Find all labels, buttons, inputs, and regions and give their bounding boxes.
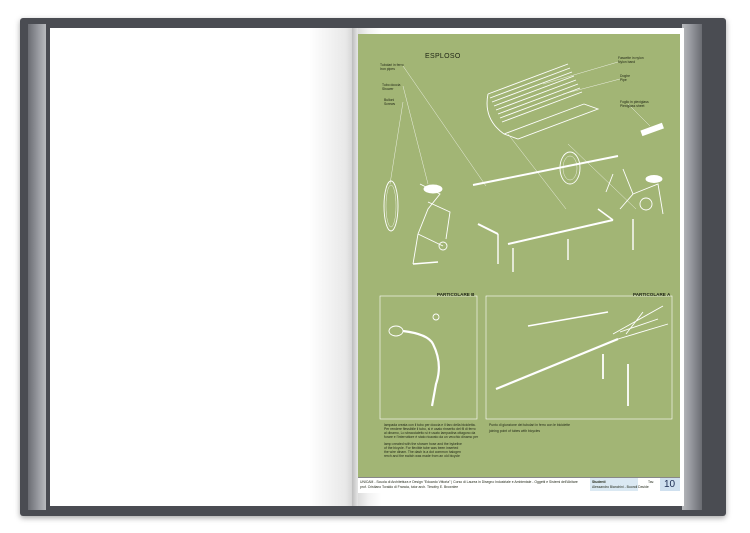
detail-b-frame [379, 295, 478, 420]
detail-a-text-it: Punto di giunzione dei tubolari in ferro… [489, 423, 571, 427]
label-fascette-it: Fascette in nylon [618, 56, 644, 60]
label-tubolari-en: Iron pipes [380, 67, 395, 71]
label-doghe-it: Doghe [620, 74, 630, 78]
cover-edge-right [682, 24, 702, 510]
cover-edge-left [28, 24, 46, 510]
detail-a-frame [485, 295, 673, 420]
page-number-block [660, 478, 680, 491]
tav-label: Tav. [648, 480, 654, 484]
label-tubo-doccia-it: Tubo doccia [382, 83, 401, 87]
joint-detail [495, 305, 669, 406]
bicycle-left [412, 183, 451, 265]
bench-slats [486, 63, 600, 140]
students-block [590, 478, 638, 491]
drawing-lines [379, 61, 673, 420]
footer-line-1: UNICAM - Scuola di Architettura e Design… [360, 480, 578, 484]
label-foglio-it: Foglio in plexiglass [620, 100, 649, 104]
wheel-left [383, 180, 399, 232]
exploded-drawing [379, 61, 673, 420]
detail-b-text-it-2: Per rendere flessibile il tubo, si è usa… [384, 427, 476, 431]
label-tubo-doccia-en: Shower [382, 87, 394, 91]
page-number: 10 [664, 479, 676, 490]
page-title: ESPLOSO [425, 53, 461, 60]
label-doghe-en: Pipe [620, 78, 627, 82]
detail-b-text-it-3: al dinamo, Lo sbraccialetto si è usato l… [384, 431, 476, 435]
detail-b-text-en-2: of the bicycle. For flexible tube was be… [384, 446, 459, 450]
detail-b-title: PARTICOLARE B [437, 292, 475, 297]
label-fascette-en: Nylon band [618, 60, 636, 64]
detail-b-text-it-1: lampada creata con il tubo per doccia e … [384, 423, 476, 427]
detail-b-text-en-3: the wire dinam. The dash is a dot common… [384, 450, 461, 454]
students-names: Alessandro Bianchini - Buondi Davide [592, 485, 649, 489]
label-bulloni-it: Bulloni [384, 98, 395, 102]
footer-line-2: prof. Cristiano Toraldo di Francia, tuto… [360, 485, 459, 489]
students-label: Studenti [592, 480, 606, 484]
drawing-panel [358, 34, 680, 477]
bicycle-right [605, 122, 664, 215]
detail-b-text-en-1: lamp created with the shower hose and th… [384, 442, 462, 446]
detail-b-text-it-4: forare e l'interruttore è stato ricavato… [384, 435, 479, 439]
left-page-blank [50, 28, 355, 506]
book-gutter [352, 28, 358, 506]
detail-b-text-en-4: rerch and the switch was made from an ol… [384, 454, 460, 458]
detail-a-text-en: joining point of tubes with bicycles [489, 429, 541, 433]
detail-a-title: PARTICOLARE A [633, 292, 671, 297]
label-tubolari-it: Tubolari in ferro [380, 63, 404, 67]
lamp-detail [388, 313, 440, 407]
label-foglio-en: Plexiglass sheet [620, 104, 645, 108]
label-bulloni-en: Screws [384, 102, 396, 106]
